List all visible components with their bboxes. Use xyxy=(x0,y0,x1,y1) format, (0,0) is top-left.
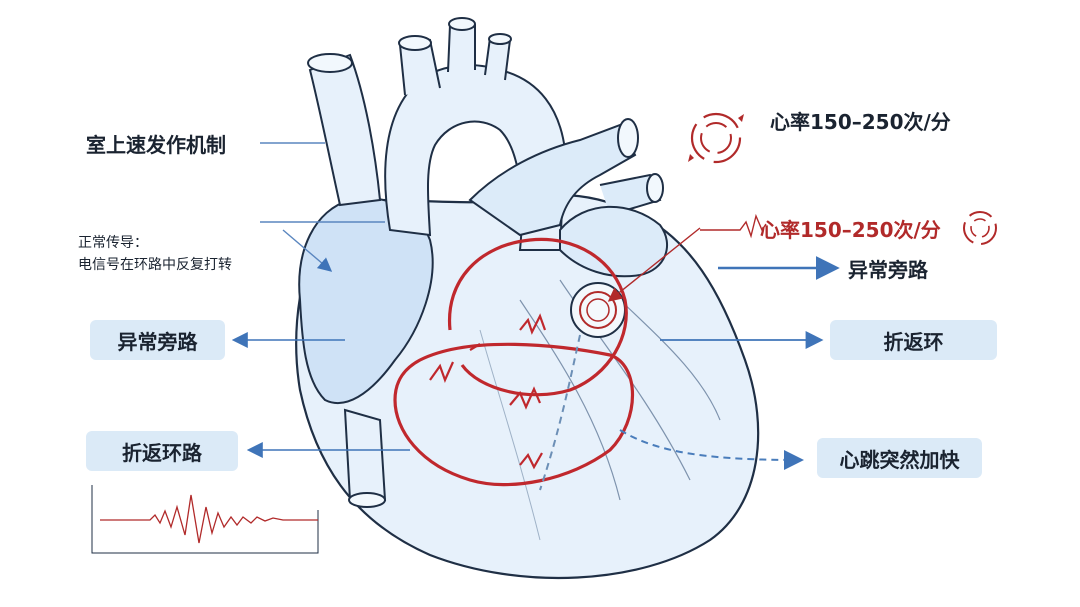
reentry-loop-upper xyxy=(447,237,628,397)
left-atrium xyxy=(559,205,669,278)
ecg-trace-icon xyxy=(91,485,319,554)
right-box-reentry-loop: 折返环 xyxy=(830,320,997,360)
reentry-loop-lower xyxy=(393,342,635,487)
mid-right-rate-label: 心率150–250次/分 xyxy=(760,218,941,242)
cycle-arrows-icon xyxy=(688,112,744,164)
inferior-vena-cava xyxy=(343,408,387,501)
dashed-accessory-path xyxy=(539,334,581,491)
top-right-rate-label: 心率150–250次/分 xyxy=(770,110,951,134)
right-box-sudden-rapid-heartbeat: 心跳突然加快 xyxy=(817,438,982,478)
title-svt-mechanism: 室上速发作机制 xyxy=(86,133,226,157)
superior-vena-cava xyxy=(308,53,382,207)
normal-conduction-line2: 电信号在环路中反复打转 xyxy=(78,257,232,273)
normal-conduction-line1: 正常传导： xyxy=(78,235,148,251)
cycle-arrows-icon xyxy=(963,211,997,245)
right-abnormal-pathway-label: 异常旁路 xyxy=(848,258,928,282)
right-atrium xyxy=(298,197,434,405)
left-box-reentry-circuit: 折返环路 xyxy=(86,431,238,471)
left-box-abnormal-pathway: 异常旁路 xyxy=(90,320,225,360)
normal-conduction-label: 正常传导： 电信号在环路中反复打转 xyxy=(78,232,232,276)
heartbeat-wave-icon xyxy=(700,213,767,239)
